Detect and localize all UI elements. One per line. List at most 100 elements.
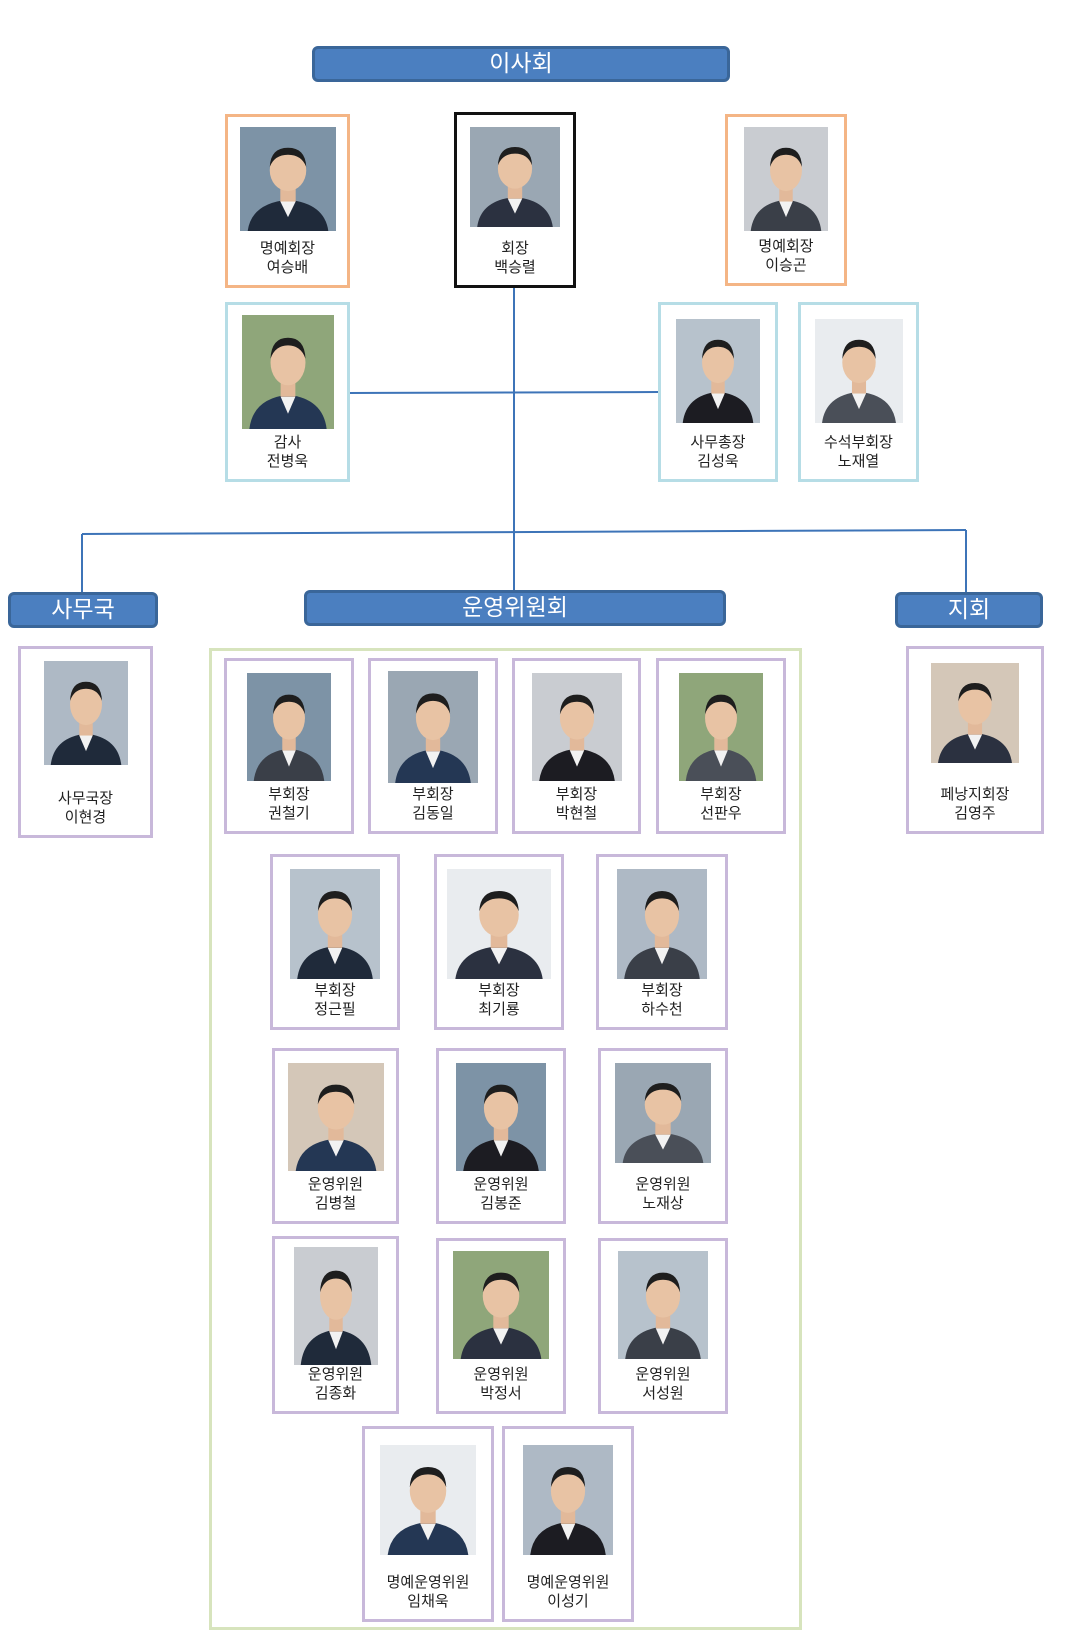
member-photo	[239, 127, 336, 231]
member-name: 김동일	[412, 804, 454, 822]
member-name: 김종화	[314, 1384, 357, 1402]
member-role: 감사	[273, 433, 302, 451]
member-name: 김영주	[954, 804, 996, 822]
member-photo	[293, 1247, 378, 1365]
member-photo	[380, 1445, 476, 1555]
member-photo	[679, 673, 763, 781]
member-name: 박현철	[555, 804, 598, 822]
member-photo	[241, 315, 334, 429]
member-name: 백승렬	[494, 258, 536, 276]
member-photo	[247, 673, 331, 781]
member-name: 이승곤	[765, 256, 807, 274]
member-photo	[523, 1445, 613, 1555]
member-photo	[814, 319, 903, 423]
member-role: 부회장	[700, 785, 742, 803]
member-role: 부회장	[268, 785, 310, 803]
member-name: 박정서	[480, 1384, 522, 1402]
member-role: 명예회장	[259, 239, 316, 257]
member-name: 이성기	[547, 1592, 589, 1610]
member-photo	[615, 1063, 711, 1163]
connector-branches	[81, 529, 967, 535]
member-name: 노재열	[837, 452, 880, 470]
board-header: 이사회	[312, 46, 730, 82]
member-photo	[287, 1063, 384, 1171]
member-role: 부회장	[412, 785, 454, 803]
committee-header: 운영위원회	[304, 590, 726, 626]
member-photo	[388, 671, 478, 783]
member-photo	[531, 673, 622, 781]
member-role: 부회장	[314, 981, 356, 999]
member-role: 수석부회장	[823, 433, 893, 451]
member-role: 부회장	[641, 981, 683, 999]
member-name: 서성원	[642, 1384, 684, 1402]
member-name: 여승배	[266, 258, 309, 276]
member-role: 회장	[501, 239, 529, 257]
member-role: 페낭지회장	[940, 785, 1010, 803]
member-role: 운영위원	[473, 1175, 529, 1193]
member-photo	[470, 127, 560, 227]
member-name: 이현경	[64, 808, 107, 826]
member-photo	[744, 127, 828, 231]
member-photo	[617, 869, 707, 979]
member-role: 운영위원	[473, 1365, 529, 1383]
member-role: 운영위원	[635, 1365, 691, 1383]
member-name: 선판우	[700, 804, 742, 822]
member-photo	[447, 869, 551, 979]
member-role: 명예회장	[758, 237, 814, 255]
connector-officers	[348, 391, 661, 394]
member-photo	[43, 661, 128, 765]
member-photo	[676, 319, 760, 423]
member-name: 최기룡	[478, 1000, 520, 1018]
member-photo	[931, 663, 1019, 763]
member-name: 노재상	[642, 1194, 684, 1212]
member-role: 부회장	[478, 981, 520, 999]
member-photo	[456, 1063, 546, 1171]
member-name: 정근필	[314, 1000, 356, 1018]
member-photo	[618, 1251, 708, 1359]
member-name: 전병욱	[266, 452, 309, 470]
member-name: 김병철	[314, 1194, 357, 1212]
member-role: 명예운영위원	[386, 1573, 470, 1591]
member-role: 운영위원	[307, 1365, 364, 1383]
member-role: 부회장	[555, 785, 598, 803]
member-role: 사무국장	[57, 789, 114, 807]
